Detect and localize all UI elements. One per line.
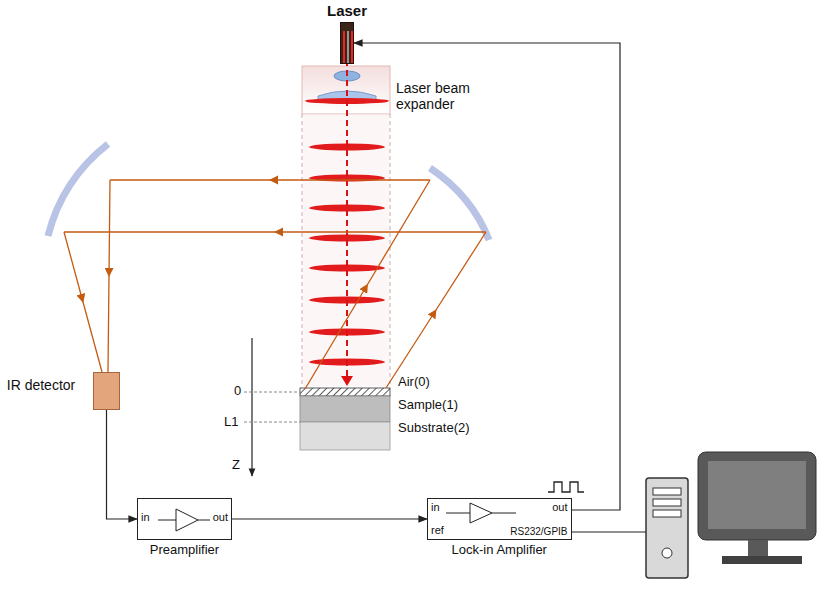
port-label: in <box>431 501 440 514</box>
ir-ray <box>270 179 430 180</box>
layer-label: Sample(1) <box>398 398 458 413</box>
ir-ray <box>305 285 368 390</box>
drive-bay <box>653 499 681 506</box>
sample-layer <box>300 396 390 422</box>
port-label: out <box>213 511 228 524</box>
depth-mark <box>244 392 300 393</box>
ir-detector-box: IR detector <box>93 372 120 410</box>
interface-label: RS232/GPIB <box>510 526 567 538</box>
port-label: ref <box>431 524 444 537</box>
power-button <box>662 548 672 558</box>
monitor-base <box>722 556 802 564</box>
port-label: in <box>141 511 150 524</box>
device-label: Preamplifier <box>150 543 219 558</box>
device-label: Lock-in Amplifier <box>452 543 547 558</box>
z-axis <box>251 338 252 476</box>
ir-ray <box>436 232 486 310</box>
signal-connector <box>232 518 427 519</box>
ir-ray <box>110 179 270 180</box>
ref-square-wave <box>548 482 584 492</box>
beam-edge <box>390 114 391 386</box>
laser-beam-head <box>341 376 353 386</box>
detector-label: IR detector <box>6 377 76 393</box>
monitor-screen <box>708 461 806 529</box>
ir-ray <box>108 276 109 372</box>
pc-tower <box>646 478 688 578</box>
depth-mark <box>244 422 300 423</box>
layer-label: Substrate(2) <box>398 421 470 436</box>
signal-connector <box>354 43 620 510</box>
port-label: out <box>552 501 567 514</box>
beam-edge <box>302 114 303 386</box>
axis-label: Z <box>232 458 240 473</box>
laser-label: Laser <box>327 2 367 19</box>
ir-ray <box>275 231 486 232</box>
ir-ray <box>64 231 275 232</box>
depth-label: L1 <box>224 415 238 430</box>
lock-in-box: inoutrefRS232/GPIBLock-in Amplifier <box>427 498 572 540</box>
component-label: Laser beam expander <box>396 80 486 112</box>
parabolic-mirror <box>430 168 489 240</box>
ir-ray <box>64 232 83 302</box>
node-symbol <box>341 23 355 65</box>
signal-connector <box>107 410 138 519</box>
preamplifier-box: inoutPreamplifier <box>137 498 232 540</box>
parabolic-mirror <box>48 144 108 236</box>
drive-bay <box>653 510 681 517</box>
ir-ray <box>109 180 110 276</box>
laser-beam <box>346 60 348 384</box>
monitor-stand <box>748 540 768 558</box>
substrate-layer <box>300 422 390 450</box>
ir-ray <box>83 302 102 372</box>
laser-housing: Laser <box>340 22 354 64</box>
depth-label: 0 <box>234 384 241 399</box>
air-layer <box>300 388 390 396</box>
drive-bay <box>653 488 681 495</box>
layer-label: Air(0) <box>398 375 430 390</box>
monitor <box>698 452 816 540</box>
